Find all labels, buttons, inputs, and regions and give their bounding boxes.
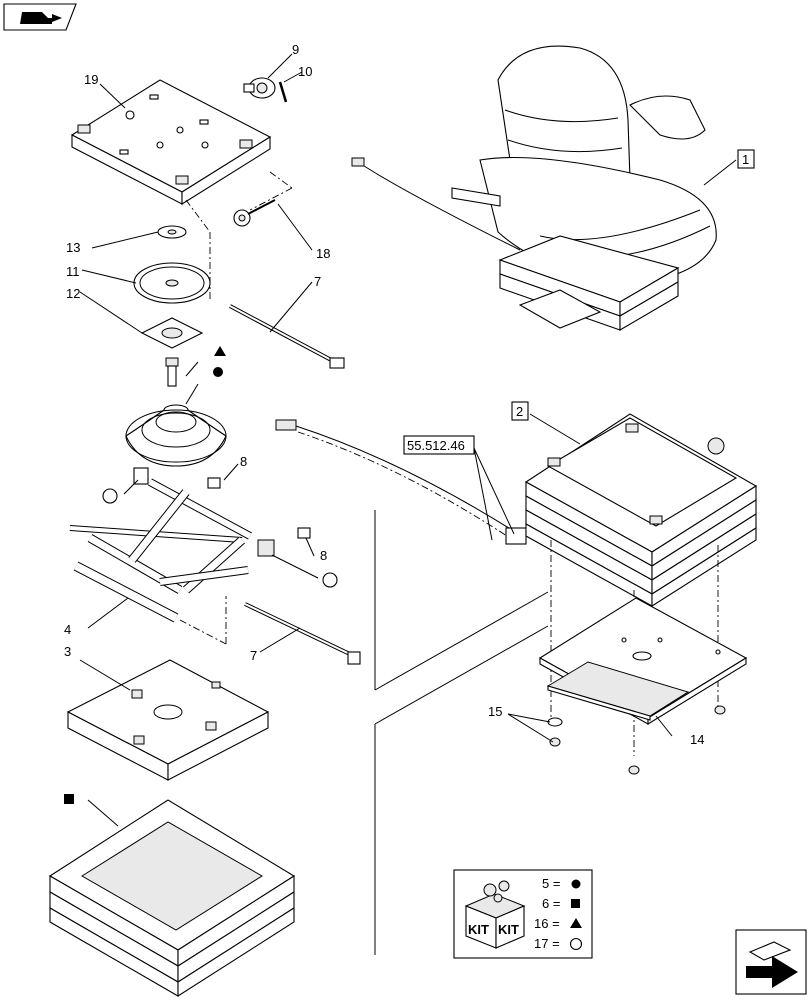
triangle-marker [214,346,226,356]
next-page-arrow-icon[interactable] [735,929,807,995]
callout-2: 2 [516,404,523,419]
callout-12: 12 [66,286,80,301]
kit-item-5: 5 = [542,876,560,891]
suspension-base [524,413,758,608]
callout-7-lower: 7 [250,648,257,663]
open-circle-marker [102,488,118,504]
scissor-mechanism [69,467,275,623]
kit-item-16: 16 = [534,916,560,931]
lower-frame [66,659,270,781]
callout-10: 10 [298,64,312,79]
mounting-plates [538,597,748,725]
callout-15: 15 [488,704,502,719]
open-circle-marker [322,572,338,588]
vehicle-nav-icon[interactable] [3,3,77,31]
adjustment-knob [243,77,276,99]
callout-19: 19 [84,72,98,87]
seat-assembly [351,45,717,331]
filled-circle-marker [213,367,223,377]
star-knob [233,199,276,227]
kit-circle-open-icon [569,937,583,951]
clip-block [297,527,311,539]
callout-3: 3 [64,644,71,659]
washer [157,225,187,239]
rod-lower [244,602,361,665]
rubber-boot [125,404,227,467]
rod-upper [229,304,345,369]
callout-1: 1 [742,152,749,167]
filled-square-marker [64,794,74,804]
square-bushing-plate [140,317,204,349]
kit-circle-filled-icon [571,879,581,889]
pin [278,81,288,103]
divider-lines [374,510,549,955]
kit-item-17: 17 = [534,936,560,951]
kit-icon-text-left: KIT [468,922,489,937]
wire-harness [275,419,527,545]
callout-11: 11 [66,264,80,279]
callout-9: 9 [292,42,299,57]
kit-icon-text-right: KIT [498,922,519,937]
center-bolt [165,357,179,387]
callout-13: 13 [66,240,80,255]
reference-label: 55.512.46 [407,438,465,453]
callout-8-lower: 8 [320,548,327,563]
callout-2-box: 2 [511,401,529,421]
callout-7-upper: 7 [314,274,321,289]
kit-square-filled-icon [571,899,580,908]
kit-box-icon [464,880,526,949]
kit-legend: KIT KIT 5 = 6 = 16 = 17 = [453,869,593,959]
callout-18: 18 [316,246,330,261]
upper-mounting-plate [70,79,272,205]
bellows-cover [48,799,296,998]
kit-triangle-filled-icon [570,918,582,928]
callout-4: 4 [64,622,71,637]
callout-14: 14 [690,732,704,747]
reference-box[interactable]: 55.512.46 [403,435,475,455]
clip-block [207,477,221,489]
callout-8-upper: 8 [240,454,247,469]
leader-lines [79,53,737,827]
bearing-disc [133,262,211,304]
kit-item-6: 6 = [542,896,560,911]
callout-1-box: 1 [737,149,755,169]
